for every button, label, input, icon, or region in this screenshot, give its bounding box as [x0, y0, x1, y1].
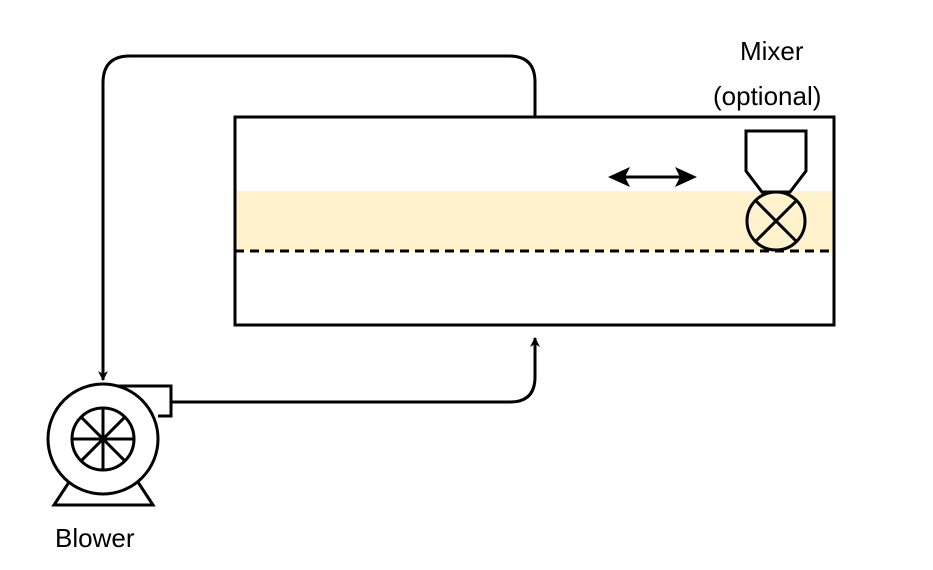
double-arrow-icon [608, 167, 697, 187]
mixer-label: Mixer [740, 36, 804, 66]
tank [233, 115, 836, 327]
mixer-optional-label: (optional) [713, 81, 822, 111]
mixer-icon [744, 129, 808, 252]
return-pipe-arrow [98, 54, 537, 381]
blower-icon [46, 382, 173, 507]
material-layer [235, 191, 834, 251]
blower-label: Blower [55, 523, 135, 553]
supply-pipe-arrow [171, 337, 540, 404]
